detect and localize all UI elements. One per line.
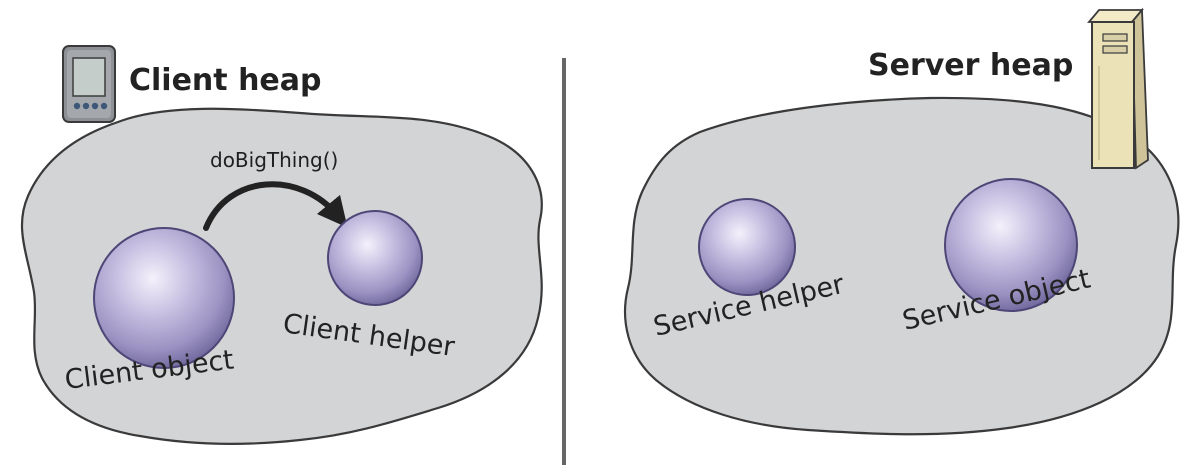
client-heap-region: Client heap doBigThing() Client object C…: [22, 46, 542, 444]
handheld-device-icon: [63, 46, 115, 122]
method-call-label: doBigThing(): [210, 148, 338, 172]
server-tower-icon: [1089, 10, 1148, 168]
service-helper-sphere: [699, 199, 795, 295]
server-heap-region: Server heap Service helper Service objec…: [625, 10, 1178, 434]
client-helper-sphere: [328, 211, 422, 305]
server-heap-title: Server heap: [868, 48, 1073, 83]
client-heap-title: Client heap: [129, 63, 322, 98]
